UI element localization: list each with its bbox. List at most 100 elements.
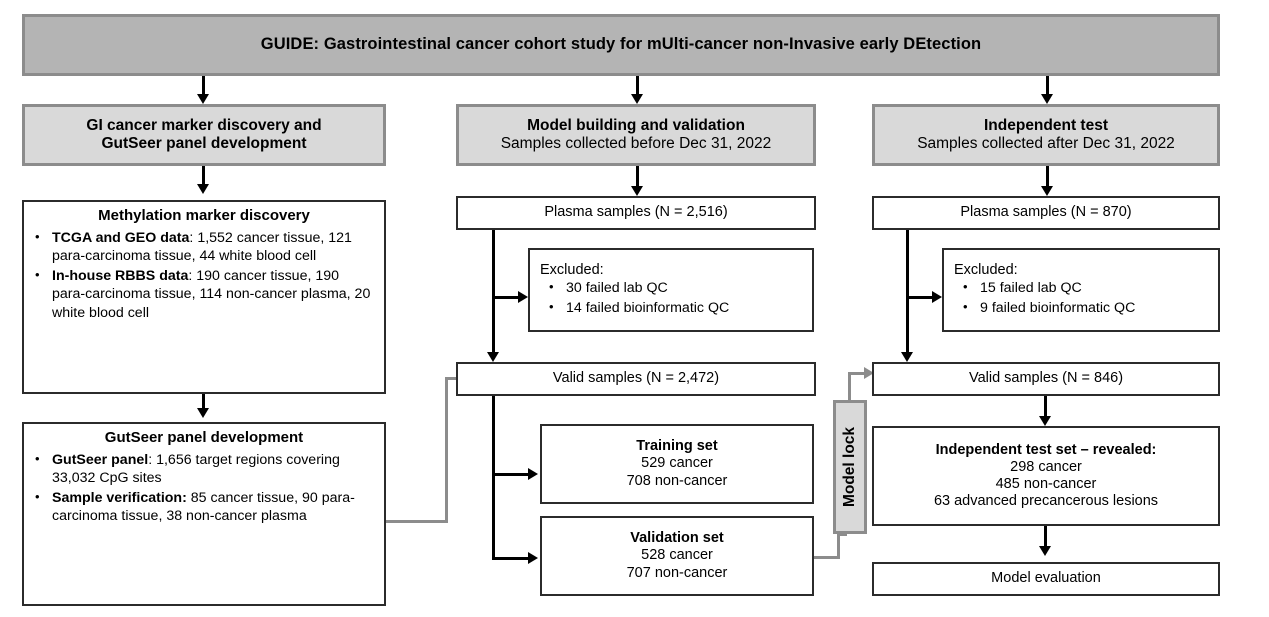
arrowhead-model-to-training	[528, 468, 538, 480]
box-independent-plasma-samples: Plasma samples (N = 870)	[872, 196, 1220, 230]
gutseer-panel-title: GutSeer panel development	[104, 429, 304, 446]
connector-banner-to-discovery	[202, 76, 205, 98]
section-header-independent-test: Independent test Samples collected after…	[872, 104, 1220, 166]
arrowhead-independent-plasma-to-valid	[901, 352, 913, 362]
independent-test-set-line3: 63 advanced precancerous lesions	[933, 493, 1159, 510]
box-independent-excluded: Excluded: 15 failed lab QC 9 failed bioi…	[942, 248, 1220, 332]
gray-connector-lock-to-valid846	[848, 372, 870, 375]
gray-connector-validation-up-to-lock	[837, 533, 840, 559]
section-header-model-line2: Samples collected before Dec 31, 2022	[500, 135, 772, 152]
independent-excluded-list: 15 failed lab QC 9 failed bioinformatic …	[944, 279, 1218, 318]
arrowhead-banner-to-model	[631, 94, 643, 104]
list-item: In-house RBBS data: 190 cancer tissue, 1…	[35, 267, 376, 322]
panel-bullet-1-label: Sample verification:	[52, 489, 187, 506]
arrowhead-independent-header-to-plasma	[1041, 186, 1053, 196]
connector-methylation-to-panel	[202, 394, 205, 412]
connector-banner-to-independent	[1046, 76, 1049, 98]
methylation-bullet-0-sep: :	[189, 229, 198, 246]
methylation-bullet-0-label: TCGA and GEO data	[52, 229, 190, 246]
arrowhead-model-to-validation	[528, 552, 538, 564]
model-valid-samples-text: Valid samples (N = 2,472)	[552, 370, 720, 387]
methylation-bullet-0-text: 1,552 cancer tissue, 121 para-carcinoma …	[52, 229, 352, 265]
independent-excluded-item-1: 9 failed bioinformatic QC	[980, 299, 1136, 316]
list-item: GutSeer panel: 1,656 target regions cove…	[35, 451, 376, 488]
gray-connector-panel-out	[386, 520, 448, 523]
arrowhead-banner-to-discovery	[197, 94, 209, 104]
panel-bullet-1-text: 85 cancer tissue, 90 para-carcinoma tiss…	[52, 489, 355, 525]
box-model-excluded: Excluded: 30 failed lab QC 14 failed bio…	[528, 248, 814, 332]
connector-independent-plasma-to-excluded	[906, 296, 938, 299]
independent-excluded-title: Excluded:	[954, 261, 1018, 278]
connector-testset-to-evaluation	[1044, 526, 1047, 550]
section-header-independent-line2: Samples collected after Dec 31, 2022	[917, 135, 1175, 152]
independent-plasma-samples-text: Plasma samples (N = 870)	[960, 204, 1132, 221]
arrowhead-valid846-to-testset	[1039, 416, 1051, 426]
gray-connector-panel-up	[445, 377, 448, 523]
training-set-line1: 529 cancer	[641, 455, 713, 472]
methylation-bullet-1-sep: :	[188, 267, 197, 284]
model-lock-label: Model lock	[841, 426, 859, 508]
section-header-model-building: Model building and validation Samples co…	[456, 104, 816, 166]
arrowhead-independent-to-excluded	[932, 291, 942, 303]
connector-model-valid-trunk	[492, 396, 495, 560]
connector-model-plasma-trunk	[492, 230, 495, 358]
section-header-discovery: GI cancer marker discovery and GutSeer p…	[22, 104, 386, 166]
independent-test-set-line2: 485 non-cancer	[995, 476, 1097, 492]
methylation-title: Methylation marker discovery	[98, 207, 310, 224]
methylation-bullet-1-text: 190 cancer tissue, 190 para-carcinoma ti…	[52, 267, 371, 321]
box-model-evaluation: Model evaluation	[872, 562, 1220, 596]
independent-valid-samples-text: Valid samples (N = 846)	[968, 370, 1124, 387]
list-item: TCGA and GEO data: 1,552 cancer tissue, …	[35, 229, 376, 266]
independent-test-set-line1: 298 cancer	[1010, 458, 1082, 475]
list-item: 9 failed bioinformatic QC	[963, 299, 1210, 317]
connector-discovery-header-to-methylation	[202, 166, 205, 188]
panel-bullet-0-sep: :	[148, 451, 157, 468]
methylation-bullet-list: TCGA and GEO data: 1,552 cancer tissue, …	[24, 229, 384, 323]
section-header-independent-line1: Independent test	[983, 116, 1108, 134]
connector-banner-to-model	[636, 76, 639, 98]
model-lock-box: Model lock	[833, 400, 867, 534]
box-model-plasma-samples: Plasma samples (N = 2,516)	[456, 196, 816, 230]
model-plasma-samples-text: Plasma samples (N = 2,516)	[544, 204, 728, 221]
independent-test-set-title: Independent test set – revealed:	[935, 441, 1157, 458]
panel-bullet-0-text: 1,656 target regions covering 33,032 CpG…	[52, 451, 340, 487]
validation-set-line1: 528 cancer	[641, 547, 713, 564]
gutseer-panel-bullet-list: GutSeer panel: 1,656 target regions cove…	[24, 451, 384, 527]
validation-set-line2: 707 non-cancer	[626, 564, 728, 581]
arrowhead-testset-to-evaluation	[1039, 546, 1051, 556]
gray-connector-lock-top-up	[848, 372, 851, 402]
model-excluded-item-1: 14 failed bioinformatic QC	[566, 299, 730, 316]
connector-valid846-to-testset	[1044, 396, 1047, 420]
validation-set-title: Validation set	[630, 530, 724, 547]
model-excluded-list: 30 failed lab QC 14 failed bioinformatic…	[530, 279, 812, 318]
arrowhead-discovery-header-to-methylation	[197, 184, 209, 194]
arrowhead-model-header-to-plasma	[631, 186, 643, 196]
list-item: 15 failed lab QC	[963, 279, 1210, 297]
gray-connector-into-lock-bottom	[837, 533, 847, 536]
arrowhead-methylation-to-panel	[197, 408, 209, 418]
connector-independent-header-to-plasma	[1046, 166, 1049, 190]
study-title-text: GUIDE: Gastrointestinal cancer cohort st…	[260, 35, 982, 54]
list-item: 30 failed lab QC	[549, 279, 804, 297]
gray-connector-validation-out	[814, 556, 840, 559]
connector-model-plasma-to-excluded	[492, 296, 524, 299]
box-independent-test-set: Independent test set – revealed: 298 can…	[872, 426, 1220, 526]
model-excluded-item-0: 30 failed lab QC	[566, 280, 668, 297]
training-set-line2: 708 non-cancer	[626, 472, 728, 489]
arrowhead-lock-to-valid-samples-846	[864, 367, 874, 379]
arrowhead-model-plasma-to-valid	[487, 352, 499, 362]
independent-excluded-item-0: 15 failed lab QC	[980, 280, 1082, 297]
section-header-model-line1: Model building and validation	[527, 116, 745, 134]
panel-bullet-0-label: GutSeer panel	[52, 451, 149, 468]
section-header-discovery-line2: GutSeer panel development	[101, 135, 307, 152]
connector-model-header-to-plasma	[636, 166, 639, 190]
arrowhead-model-to-excluded	[518, 291, 528, 303]
study-title-banner: GUIDE: Gastrointestinal cancer cohort st…	[22, 14, 1220, 76]
box-model-valid-samples: Valid samples (N = 2,472)	[456, 362, 816, 396]
connector-model-valid-to-training	[492, 473, 534, 476]
connector-model-valid-to-validation	[492, 557, 534, 560]
box-gutseer-panel-development: GutSeer panel development GutSeer panel:…	[22, 422, 386, 606]
box-independent-valid-samples: Valid samples (N = 846)	[872, 362, 1220, 396]
model-excluded-title: Excluded:	[540, 261, 604, 278]
